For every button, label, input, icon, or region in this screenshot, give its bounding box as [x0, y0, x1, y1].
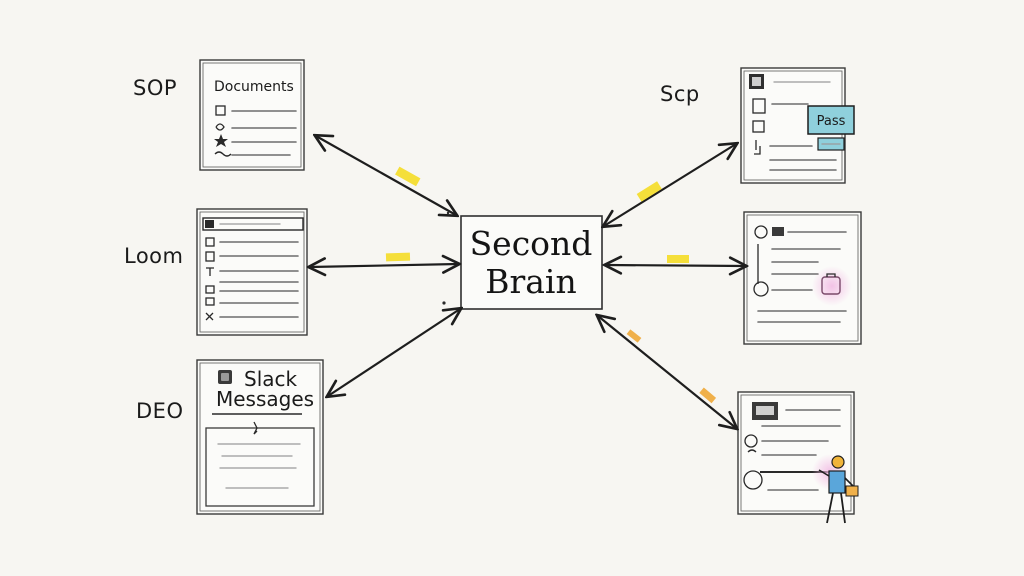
highlighter-marks — [385, 166, 717, 404]
loom-card-inner-border — [199, 211, 305, 333]
pass-badge-label: Pass — [817, 114, 846, 129]
window-icon-inner — [756, 406, 774, 415]
slack-icon-inner — [221, 373, 229, 381]
squiggle-icon — [214, 151, 232, 157]
arrow-loom — [310, 264, 458, 267]
profile-card-inner-border — [746, 214, 859, 342]
profile-card — [743, 211, 862, 345]
pink-glow — [812, 266, 852, 306]
avatar-icon — [753, 281, 769, 297]
label-loom: Loom — [124, 244, 183, 268]
message-box — [205, 427, 315, 507]
arrow-slack — [328, 309, 460, 396]
slack-card-inner-border — [199, 362, 321, 512]
arrow-scp — [604, 144, 736, 226]
ink-dot — [446, 211, 450, 215]
label-scp: Scp — [660, 82, 700, 106]
briefcase-icon — [821, 276, 841, 295]
avatar-icon — [743, 470, 763, 490]
checkbox-icon — [205, 297, 215, 306]
second-brain-box — [460, 215, 603, 310]
checkbox-icon — [215, 105, 226, 116]
highlight-mark — [667, 255, 689, 263]
cursor-icon — [253, 421, 258, 435]
file-icon — [752, 98, 766, 114]
star-icon — [214, 134, 228, 147]
avatar-icon — [754, 225, 768, 239]
scp-card: Pass — [740, 67, 855, 184]
label-sop: SOP — [133, 76, 177, 100]
squiggle-icon — [747, 449, 757, 453]
highlight-mark — [699, 387, 717, 404]
second-brain-node: Second Brain — [460, 215, 603, 310]
checkbox-icon — [752, 120, 765, 133]
label-deo: DEO — [136, 399, 183, 423]
header-block — [772, 227, 784, 236]
highlight-mark — [626, 329, 642, 343]
team-card — [737, 391, 859, 524]
loom-card-header-bar — [202, 217, 304, 231]
highlight-mark — [395, 166, 421, 187]
loom-card — [196, 208, 308, 336]
connector-arrows — [310, 136, 745, 428]
arrow-team — [598, 316, 736, 428]
t-icon — [206, 267, 214, 276]
second-brain-line2: Brain — [485, 262, 577, 301]
slack-card-title-line1: Slack — [244, 367, 298, 391]
avatar-icon — [744, 434, 758, 448]
arrow-profile — [606, 265, 745, 266]
slack-messages-card: Slack Messages — [196, 359, 324, 515]
documents-card-title: Documents — [214, 79, 294, 95]
documents-card: Documents — [199, 59, 305, 171]
qr-icon-inner — [752, 77, 761, 86]
highlight-mark — [636, 181, 662, 202]
loop-icon — [215, 123, 225, 131]
pass-badge — [807, 105, 855, 135]
team-card-inner-border — [740, 394, 852, 512]
briefcase-handle — [826, 273, 836, 277]
checkbox-icon — [205, 237, 215, 247]
file-icon — [205, 251, 215, 262]
checkbox-icon — [205, 285, 215, 294]
person-figure-icon — [818, 455, 859, 524]
documents-card-inner-border — [202, 62, 302, 168]
highlight-mark — [385, 252, 411, 262]
ink-dot — [442, 301, 446, 305]
key-icon — [754, 140, 761, 155]
loom-header-icon — [205, 220, 214, 228]
second-brain-line1: Second — [470, 224, 593, 263]
cross-icon — [205, 312, 214, 321]
slack-card-title-line2: Messages — [216, 387, 314, 411]
arrow-documents — [316, 136, 456, 215]
